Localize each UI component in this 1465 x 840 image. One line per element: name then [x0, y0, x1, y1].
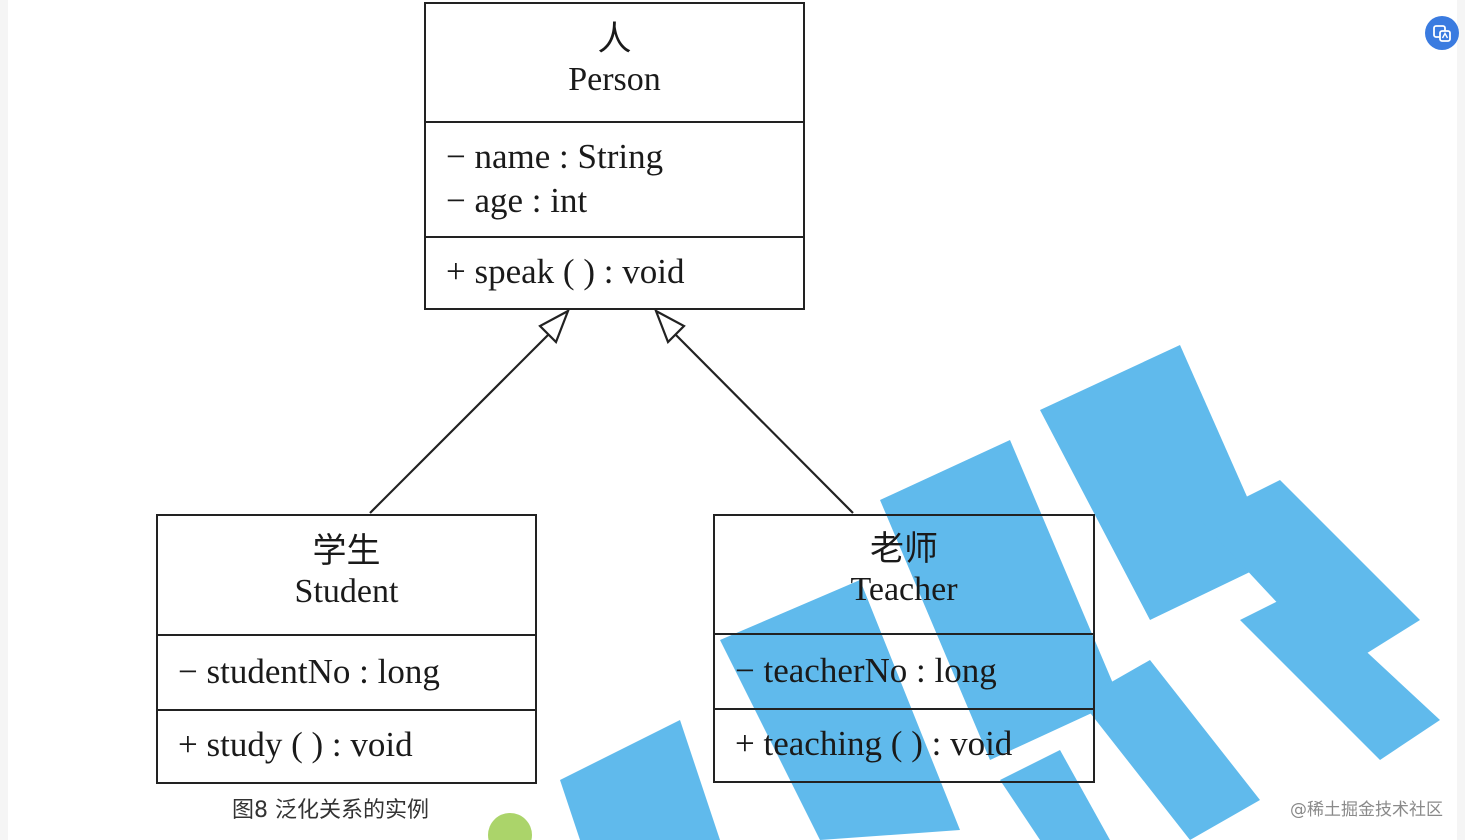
- class-teacher-name-en: Teacher: [850, 571, 958, 608]
- class-teacher-name-cn: 老师: [870, 531, 938, 568]
- class-teacher-attribute: − teacherNo : long: [735, 651, 997, 690]
- class-teacher-attributes: − teacherNo : long: [715, 633, 1093, 708]
- class-student-methods: + study ( ) : void: [158, 709, 535, 782]
- student-arrowhead: [538, 308, 571, 344]
- class-teacher: 老师 Teacher − teacherNo : long + teaching…: [713, 514, 1095, 783]
- class-student-method: + study ( ) : void: [178, 725, 413, 764]
- teacher-to-person-line: [670, 329, 854, 514]
- class-teacher-header: 老师 Teacher: [715, 516, 1093, 633]
- class-person-method: + speak ( ) : void: [446, 252, 685, 291]
- class-student-name-en: Student: [294, 573, 399, 610]
- teacher-arrowhead: [653, 308, 686, 344]
- class-person-name-en: Person: [568, 61, 661, 98]
- class-person-attribute: − age : int: [446, 181, 588, 220]
- class-student: 学生 Student − studentNo : long + study ( …: [156, 514, 537, 784]
- class-person-attributes: − name : String − age : int: [426, 121, 803, 236]
- translate-button[interactable]: [1425, 16, 1459, 50]
- class-person-methods: + speak ( ) : void: [426, 236, 803, 308]
- class-teacher-methods: + teaching ( ) : void: [715, 708, 1093, 781]
- class-student-attributes: − studentNo : long: [158, 634, 535, 709]
- figure-caption: 图8 泛化关系的实例: [232, 798, 429, 823]
- class-student-attribute: − studentNo : long: [178, 652, 440, 691]
- class-student-name-cn: 学生: [312, 533, 381, 570]
- class-person: 人 Person − name : String − age : int + s…: [424, 2, 805, 310]
- class-teacher-method: + teaching ( ) : void: [735, 724, 1013, 763]
- class-person-attribute: − name : String: [446, 137, 664, 176]
- source-credit: @稀土掘金技术社区: [1290, 800, 1443, 820]
- translate-icon: [1433, 25, 1451, 42]
- class-student-header: 学生 Student: [158, 516, 535, 634]
- student-to-person-line: [369, 329, 554, 514]
- class-person-header: 人 Person: [426, 4, 803, 121]
- class-person-name-cn: 人: [597, 21, 632, 58]
